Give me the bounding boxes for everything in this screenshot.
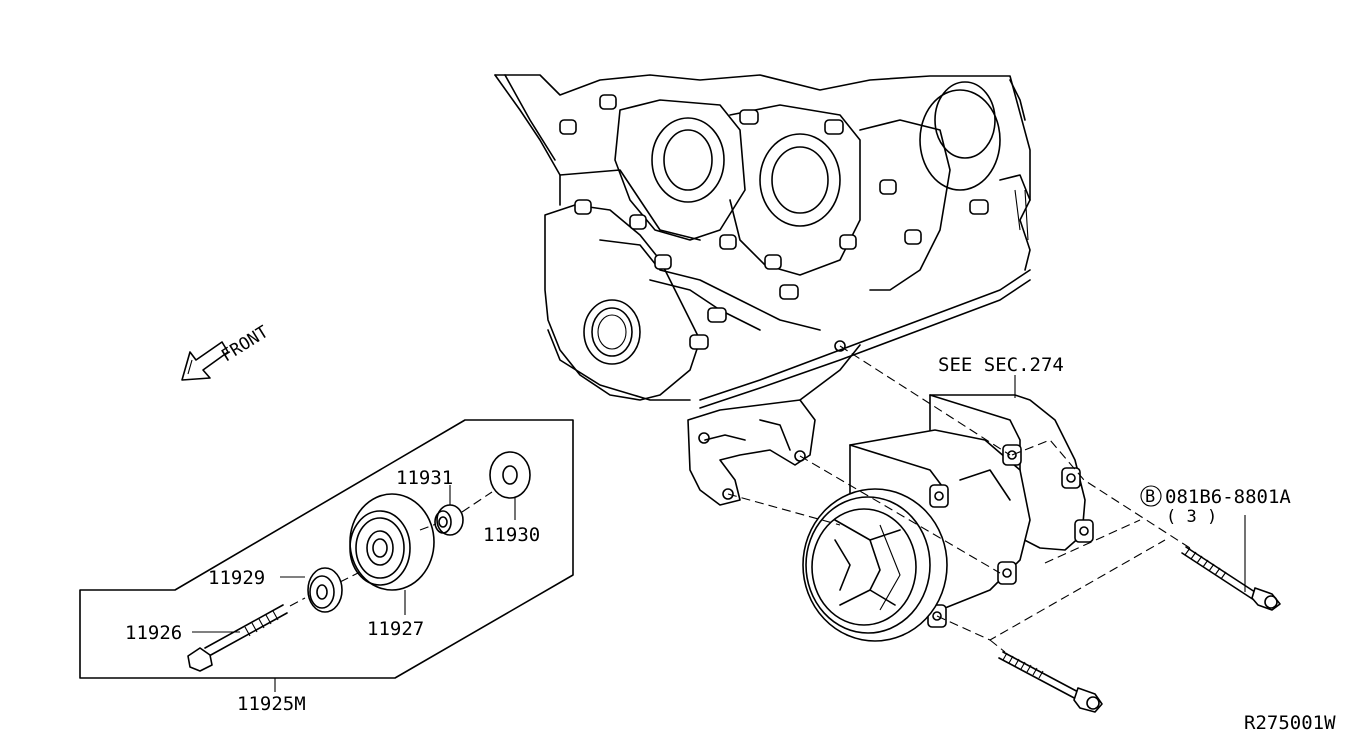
- alignment-lines: [727, 345, 1191, 653]
- label-11925M: 11925M: [237, 693, 306, 715]
- section-ref-label: SEE SEC.274: [938, 354, 1064, 376]
- label-11929: 11929: [208, 567, 265, 589]
- bolt-callout: B 081B6-8801A ( 3 ): [1140, 485, 1291, 527]
- engine-block: [494, 74, 1031, 506]
- label-11930: 11930: [483, 524, 540, 546]
- circled-b-icon: B: [1145, 487, 1155, 507]
- front-arrow-icon: [181, 341, 229, 381]
- diagram-code: R275001W: [1244, 712, 1336, 734]
- label-11926: 11926: [125, 622, 182, 644]
- front-label: FRONT: [218, 322, 272, 366]
- bolt-upper: [1181, 546, 1281, 611]
- bolt-part-number: 081B6-8801A: [1165, 486, 1291, 508]
- label-11931: 11931: [396, 467, 453, 489]
- bolt-quantity: ( 3 ): [1166, 507, 1217, 527]
- ac-compressor: [802, 394, 1094, 642]
- bolt-lower: [998, 651, 1103, 713]
- idler-kit-box: [79, 375, 1246, 692]
- label-11927: 11927: [367, 618, 424, 640]
